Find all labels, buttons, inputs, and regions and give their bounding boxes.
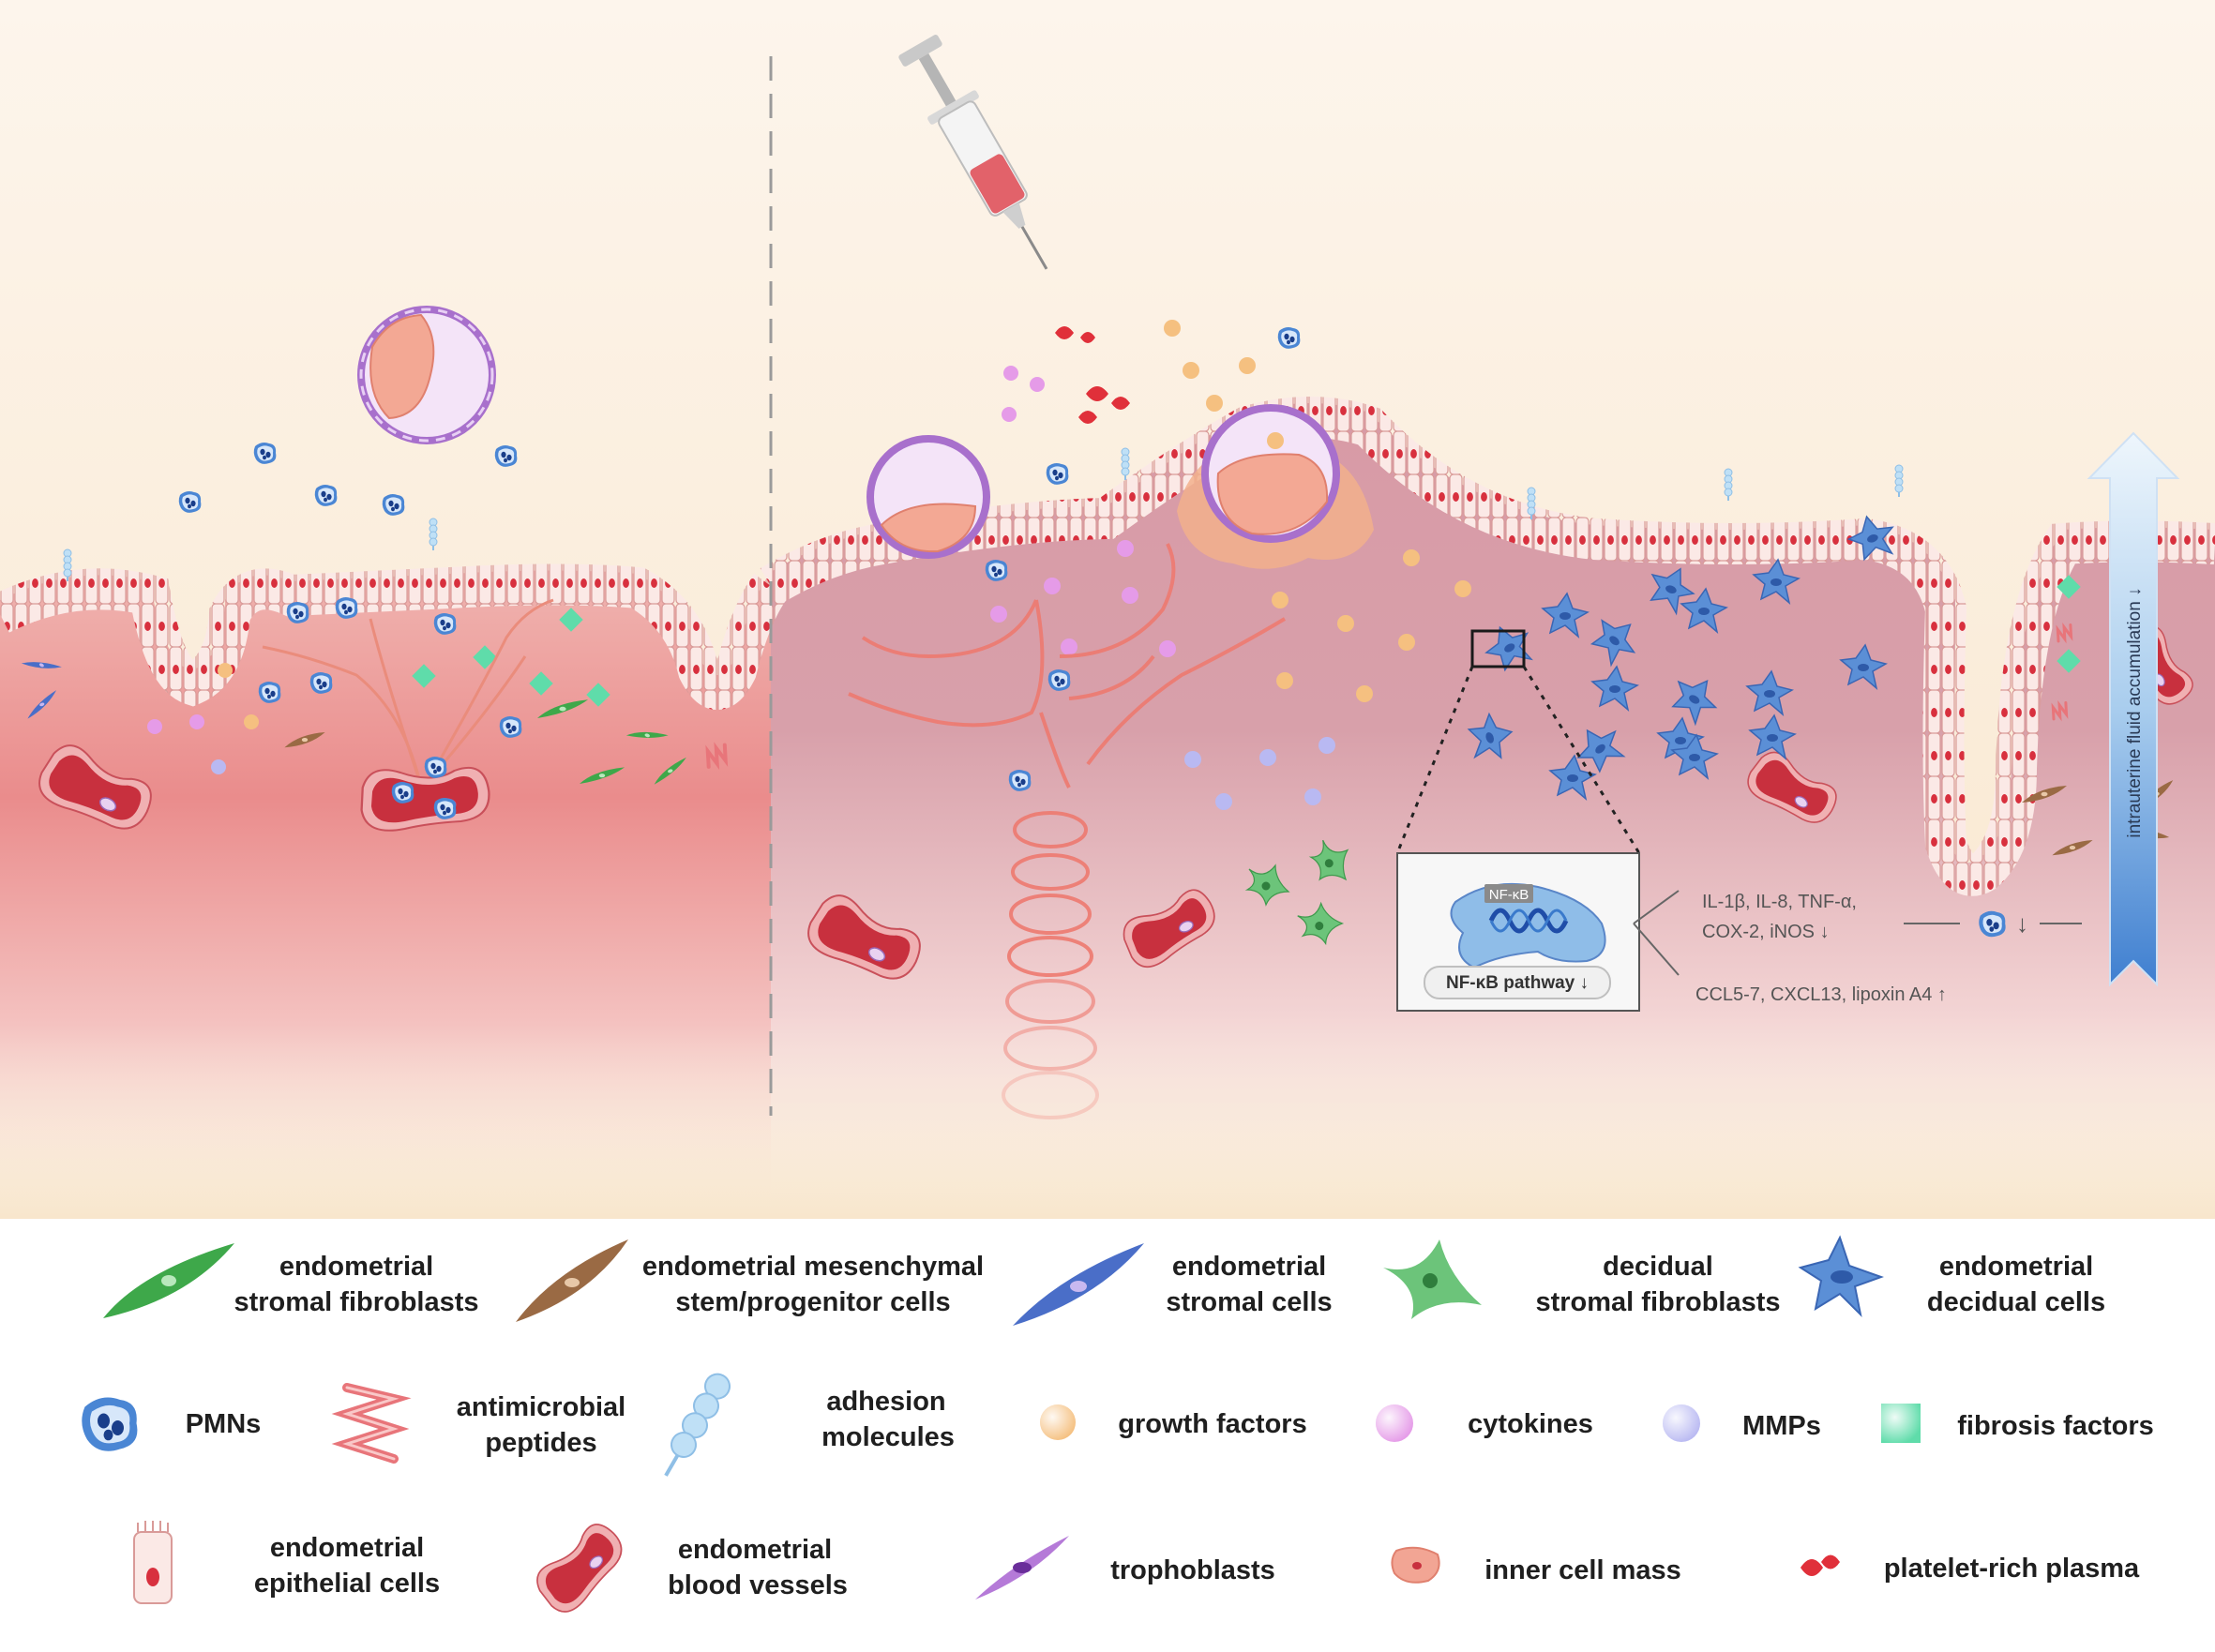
legend-label-amp-l1: antimicrobial bbox=[457, 1392, 626, 1422]
decidual-stromal-fibroblast-icon bbox=[1383, 1239, 1482, 1319]
legend-label-adhesion-l2: molecules bbox=[821, 1422, 955, 1452]
platelet-rich-plasma-icon bbox=[1801, 1554, 1840, 1576]
epithelial-cell-icon bbox=[133, 1521, 173, 1604]
right-tissue bbox=[771, 403, 2215, 1219]
legend-label-stromal-cells-l2: stromal cells bbox=[1166, 1287, 1332, 1317]
legend-label-stromal-cells-l1: endometrial bbox=[1172, 1252, 1326, 1282]
fibrosis-factor-particles bbox=[412, 575, 2081, 707]
intrauterine-fluid-label: intrauterine fluid accumulation ↓ bbox=[2125, 587, 2145, 837]
left-tissue bbox=[0, 570, 771, 1219]
legend-label-adhesion-l1: adhesion bbox=[826, 1387, 945, 1417]
pmn-icon-indicator bbox=[1979, 910, 2006, 938]
left-epithelium bbox=[0, 563, 789, 710]
legend-label-blood-vessels-l1: endometrial bbox=[678, 1535, 832, 1565]
legend-label-mesenchymal-l1: endometrial mesenchymal bbox=[642, 1252, 984, 1282]
legend-label-mesenchymal-l2: stem/progenitor cells bbox=[675, 1287, 950, 1317]
stromal-fibroblast-icon bbox=[103, 1243, 234, 1318]
blastocyst-attaching bbox=[866, 435, 990, 559]
antimicrobial-peptide-icon bbox=[331, 1383, 412, 1464]
decidual-cell-icon bbox=[1798, 1235, 1884, 1318]
nfkb-inset-panel: NF-κB NF-κB pathway ↓ bbox=[1396, 852, 1640, 1012]
spiral-artery bbox=[848, 543, 1287, 1119]
legend-label-blood-vessels-l2: blood vessels bbox=[668, 1570, 848, 1600]
legend-label-trophoblasts: trophoblasts bbox=[1110, 1555, 1275, 1585]
legend-label-epithelial-l1: endometrial bbox=[270, 1533, 424, 1563]
right-epithelium bbox=[760, 397, 2215, 896]
stromal-cell-icon bbox=[1013, 1243, 1144, 1326]
nfkb-pathway-label: NF-κB pathway ↓ bbox=[1446, 973, 1589, 993]
nfkb-tag: NF-κB bbox=[1489, 887, 1529, 903]
legend-label-prp: platelet-rich plasma bbox=[1884, 1554, 2140, 1584]
cytokines-down-line2: COX-2, iNOS ↓ bbox=[1702, 922, 1830, 942]
pmn-trend-arrow: ↓ bbox=[2016, 909, 2028, 938]
legend-label-decidual-stromal-l2: stromal fibroblasts bbox=[1535, 1287, 1780, 1317]
legend-label-pmns: PMNs bbox=[186, 1409, 262, 1439]
mesenchymal-stem-cell-icon bbox=[516, 1239, 628, 1322]
growth-factor-icon bbox=[1040, 1404, 1076, 1440]
mmp-icon bbox=[1663, 1404, 1700, 1442]
cytokines-down-line1: IL-1β, IL-8, TNF-α, bbox=[1702, 892, 1857, 912]
platelet-rich-plasma-drops bbox=[1055, 326, 1130, 424]
inner-cell-mass-icon bbox=[1391, 1546, 1440, 1584]
endometrium-scene: NF-κB NF-κB pathway ↓ IL-1β, IL-8, TNF-α… bbox=[0, 0, 2215, 1219]
legend-label-inner-cell-mass: inner cell mass bbox=[1484, 1555, 1681, 1585]
legend-label-stromal-fibroblasts-l1: endometrial bbox=[279, 1252, 433, 1282]
legend-label-fibrosis: fibrosis factors bbox=[1957, 1411, 2154, 1441]
adhesion-molecule-icon bbox=[664, 1373, 731, 1477]
cytokine-particles bbox=[147, 366, 1176, 734]
legend-label-growth-factors: growth factors bbox=[1118, 1409, 1306, 1439]
legend-label-stromal-fibroblasts-l2: stromal fibroblasts bbox=[234, 1287, 478, 1317]
pmn-icon bbox=[82, 1397, 138, 1451]
left-vessel-branches bbox=[262, 598, 554, 784]
growth-factor-particles bbox=[218, 320, 1471, 729]
fibrosis-factor-icon bbox=[1881, 1404, 1921, 1443]
intrauterine-fluid-arrow: intrauterine fluid accumulation ↓ bbox=[2087, 431, 2180, 987]
blastocyst-implanting bbox=[1177, 404, 1374, 569]
legend-label-decidual-cells-l1: endometrial bbox=[1939, 1252, 2093, 1282]
legend-label-amp-l2: peptides bbox=[485, 1428, 596, 1458]
legend-label-decidual-cells-l2: decidual cells bbox=[1927, 1287, 2105, 1317]
legend-label-epithelial-l2: epithelial cells bbox=[254, 1569, 440, 1599]
legend-label-cytokines: cytokines bbox=[1468, 1409, 1593, 1439]
syringe-icon bbox=[898, 34, 1048, 270]
legend: endometrial stromal fibroblasts endometr… bbox=[82, 1235, 2154, 1620]
legend-label-decidual-stromal-l1: decidual bbox=[1603, 1252, 1713, 1282]
blood-vessel-icon bbox=[527, 1516, 636, 1620]
trophoblast-icon bbox=[975, 1536, 1069, 1599]
legend-label-mmps: MMPs bbox=[1742, 1411, 1821, 1441]
nfkb-pathway-pill bbox=[1424, 966, 1611, 999]
cytokines-up: CCL5-7, CXCL13, lipoxin A4 ↑ bbox=[1695, 984, 1947, 1005]
mmp-particles bbox=[211, 737, 1335, 810]
blastocyst-floating bbox=[357, 306, 496, 444]
zoom-source-box bbox=[1470, 629, 1526, 668]
cytokine-icon bbox=[1376, 1404, 1413, 1442]
